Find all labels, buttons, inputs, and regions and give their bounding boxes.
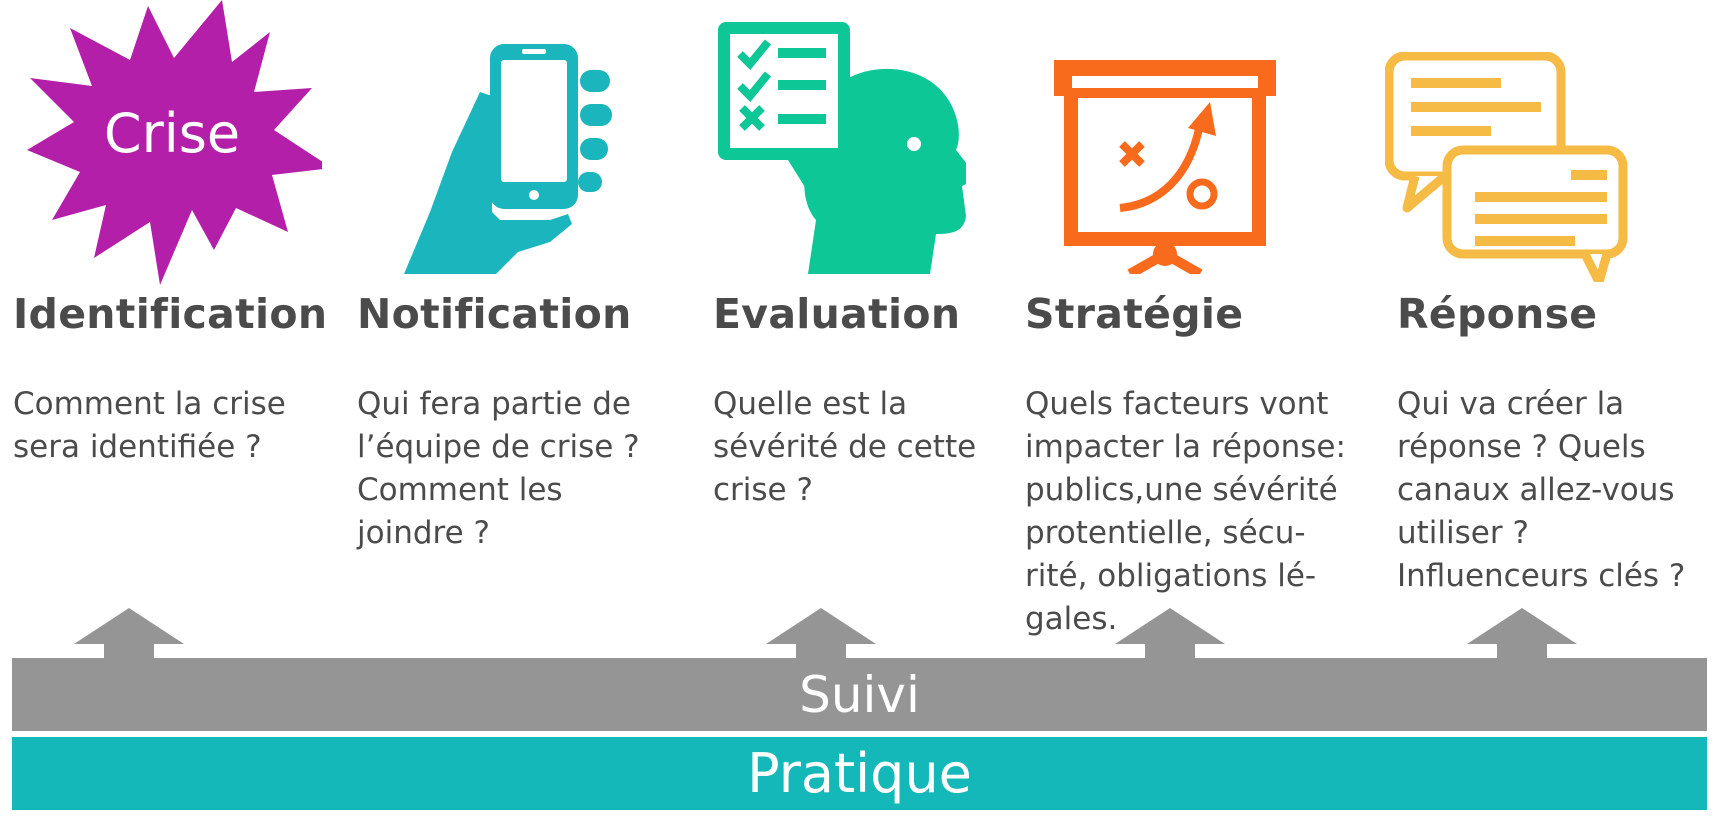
description-line: Quels facteurs vont <box>1025 386 1329 422</box>
pratique-label: Pratique <box>747 742 972 805</box>
description-line: Qui va créer la <box>1397 386 1625 422</box>
head-checklist-icon <box>718 22 966 274</box>
up-arrow-icon <box>74 608 184 658</box>
step-title-notification: Notification <box>357 290 632 338</box>
description-line: protentielle, sécu- <box>1025 515 1306 551</box>
step-title-reponse: Réponse <box>1397 290 1598 338</box>
description-line: Qui fera partie de <box>357 386 631 422</box>
description-line: Influenceurs clés ? <box>1397 558 1686 594</box>
description-line: Comment la crise <box>13 386 286 422</box>
description-line: sévérité de cette <box>713 429 977 465</box>
description-line: sera identifiée ? <box>13 429 262 465</box>
description-line: l’équipe de crise ? <box>357 429 640 465</box>
chat-bubbles-icon <box>1385 52 1628 282</box>
description-line: utiliser ? <box>1397 515 1529 551</box>
description-line: joindre ? <box>357 515 490 551</box>
description-line: gales. <box>1025 601 1118 637</box>
hand-phone-icon <box>404 44 612 274</box>
description-line: réponse ? Quels <box>1397 429 1646 465</box>
step-title-strategie: Stratégie <box>1025 290 1244 338</box>
description-line: canaux allez-vous <box>1397 472 1675 508</box>
crisis-starburst-icon: Crise <box>27 0 322 285</box>
description-line: publics,une sévérité <box>1025 472 1338 508</box>
description-line: Quelle est la <box>713 386 908 422</box>
crisis-label: Crise <box>104 102 240 165</box>
suivi-label: Suivi <box>799 665 920 724</box>
step-description-strategie: Quels facteurs vont impacter la réponse:… <box>1025 383 1346 641</box>
up-arrow-icon <box>766 608 876 658</box>
description-line: rité, obligations lé- <box>1025 558 1317 594</box>
up-arrow-icon <box>1115 608 1225 658</box>
step-title-evaluation: Evaluation <box>713 290 961 338</box>
description-line: impacter la réponse: <box>1025 429 1346 465</box>
description-line: Comment les <box>357 472 563 508</box>
up-arrow-icon <box>1467 608 1577 658</box>
step-description-identification: Comment la crise sera identifiée ? <box>13 383 286 469</box>
step-description-notification: Qui fera partie de l’équipe de crise ? C… <box>357 383 640 555</box>
description-line: crise ? <box>713 472 813 508</box>
step-description-evaluation: Quelle est la sévérité de cette crise ? <box>713 383 976 512</box>
suivi-bar: Suivi <box>12 658 1707 731</box>
strategy-board-icon <box>1054 60 1276 274</box>
step-description-reponse: Qui va créer la réponse ? Quels canaux a… <box>1397 383 1685 598</box>
step-title-identification: Identification <box>13 290 328 338</box>
pratique-bar: Pratique <box>12 737 1707 810</box>
